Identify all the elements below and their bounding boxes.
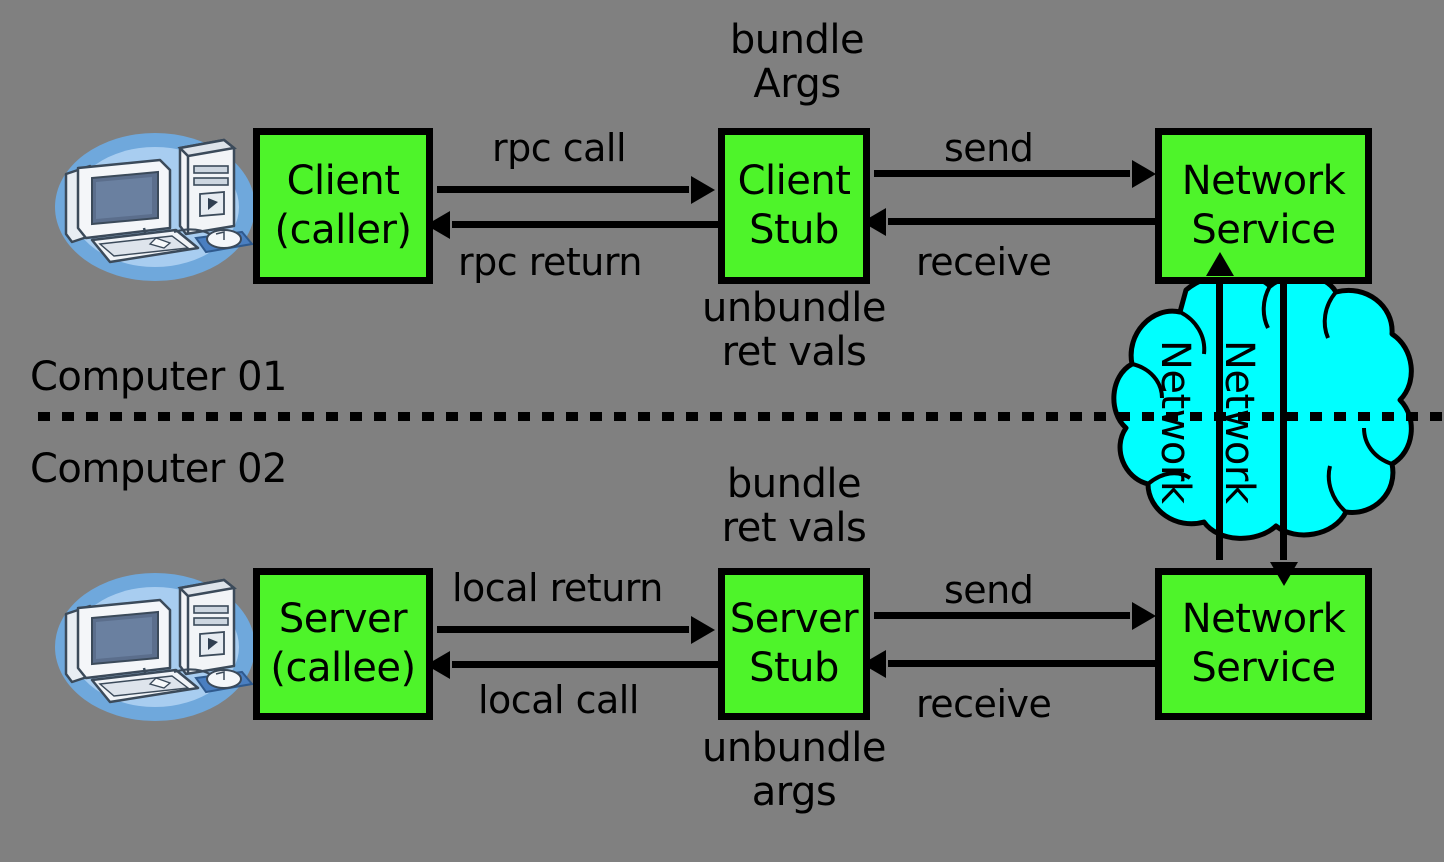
- send-label-top: send: [944, 126, 1034, 170]
- bundle-ret-vals-line1: bundle: [726, 461, 862, 507]
- network-arrow-down: [1280, 278, 1287, 560]
- unbundle-args-line1: unbundle: [702, 725, 886, 771]
- desktop-computer-icon-bottom: [48, 562, 262, 728]
- network-service-box-bottom[interactable]: Network Service: [1155, 568, 1372, 720]
- unbundle-ret-vals-line1: unbundle: [702, 285, 886, 331]
- rpc-return-label: rpc return: [458, 240, 642, 284]
- server-box-line2: (callee): [270, 645, 416, 691]
- local-return-arrow: [437, 626, 689, 633]
- client-box[interactable]: Client (caller): [253, 128, 433, 284]
- bundle-args-line2: Args: [753, 61, 841, 107]
- unbundle-args-annotation: unbundle args: [688, 726, 900, 814]
- client-box-line1: Client: [286, 157, 400, 204]
- network-service-bottom-line1: Network: [1181, 595, 1346, 642]
- local-call-arrow: [452, 661, 718, 668]
- network-service-box-top[interactable]: Network Service: [1155, 128, 1372, 284]
- receive-arrow-bottom: [888, 660, 1155, 667]
- client-stub-line2: Stub: [749, 207, 839, 253]
- computer-divider-line: [38, 412, 1444, 421]
- network-label-up: Network: [1152, 340, 1198, 504]
- bundle-ret-vals-annotation: bundle ret vals: [688, 462, 900, 550]
- rpc-call-label: rpc call: [492, 126, 627, 170]
- client-stub-box[interactable]: Client Stub: [718, 128, 870, 284]
- bundle-args-line1: bundle: [729, 17, 865, 63]
- receive-label-bottom: receive: [916, 682, 1052, 726]
- receive-label-top: receive: [916, 240, 1052, 284]
- server-stub-line2: Stub: [749, 645, 839, 691]
- network-arrow-up: [1216, 278, 1223, 560]
- unbundle-ret-vals-line2: ret vals: [721, 329, 867, 375]
- server-box[interactable]: Server (callee): [253, 568, 433, 720]
- bundle-ret-vals-line2: ret vals: [721, 505, 867, 551]
- network-service-bottom-line2: Service: [1191, 645, 1336, 691]
- local-return-label: local return: [452, 566, 663, 610]
- desktop-computer-icon-top: [48, 122, 262, 288]
- unbundle-args-line2: args: [751, 769, 837, 815]
- network-service-top-line1: Network: [1181, 157, 1346, 204]
- network-cloud-icon: [1078, 272, 1418, 568]
- bundle-args-annotation: bundle Args: [700, 18, 894, 106]
- server-stub-box[interactable]: Server Stub: [718, 568, 870, 720]
- unbundle-ret-vals-annotation: unbundle ret vals: [688, 286, 900, 374]
- send-arrow-bottom: [874, 612, 1130, 619]
- computer-02-label: Computer 02: [30, 446, 287, 492]
- send-label-bottom: send: [944, 568, 1034, 612]
- client-stub-line1: Client: [737, 157, 851, 204]
- receive-arrow-top: [888, 218, 1155, 225]
- local-call-label: local call: [478, 678, 639, 722]
- computer-01-label: Computer 01: [30, 354, 287, 400]
- rpc-return-arrow: [452, 221, 718, 228]
- server-stub-line1: Server: [729, 595, 859, 642]
- client-box-line2: (caller): [274, 207, 413, 253]
- send-arrow-top: [874, 170, 1130, 177]
- server-box-line1: Server: [278, 595, 408, 642]
- rpc-call-arrow: [437, 186, 689, 193]
- network-service-top-line2: Service: [1191, 207, 1336, 253]
